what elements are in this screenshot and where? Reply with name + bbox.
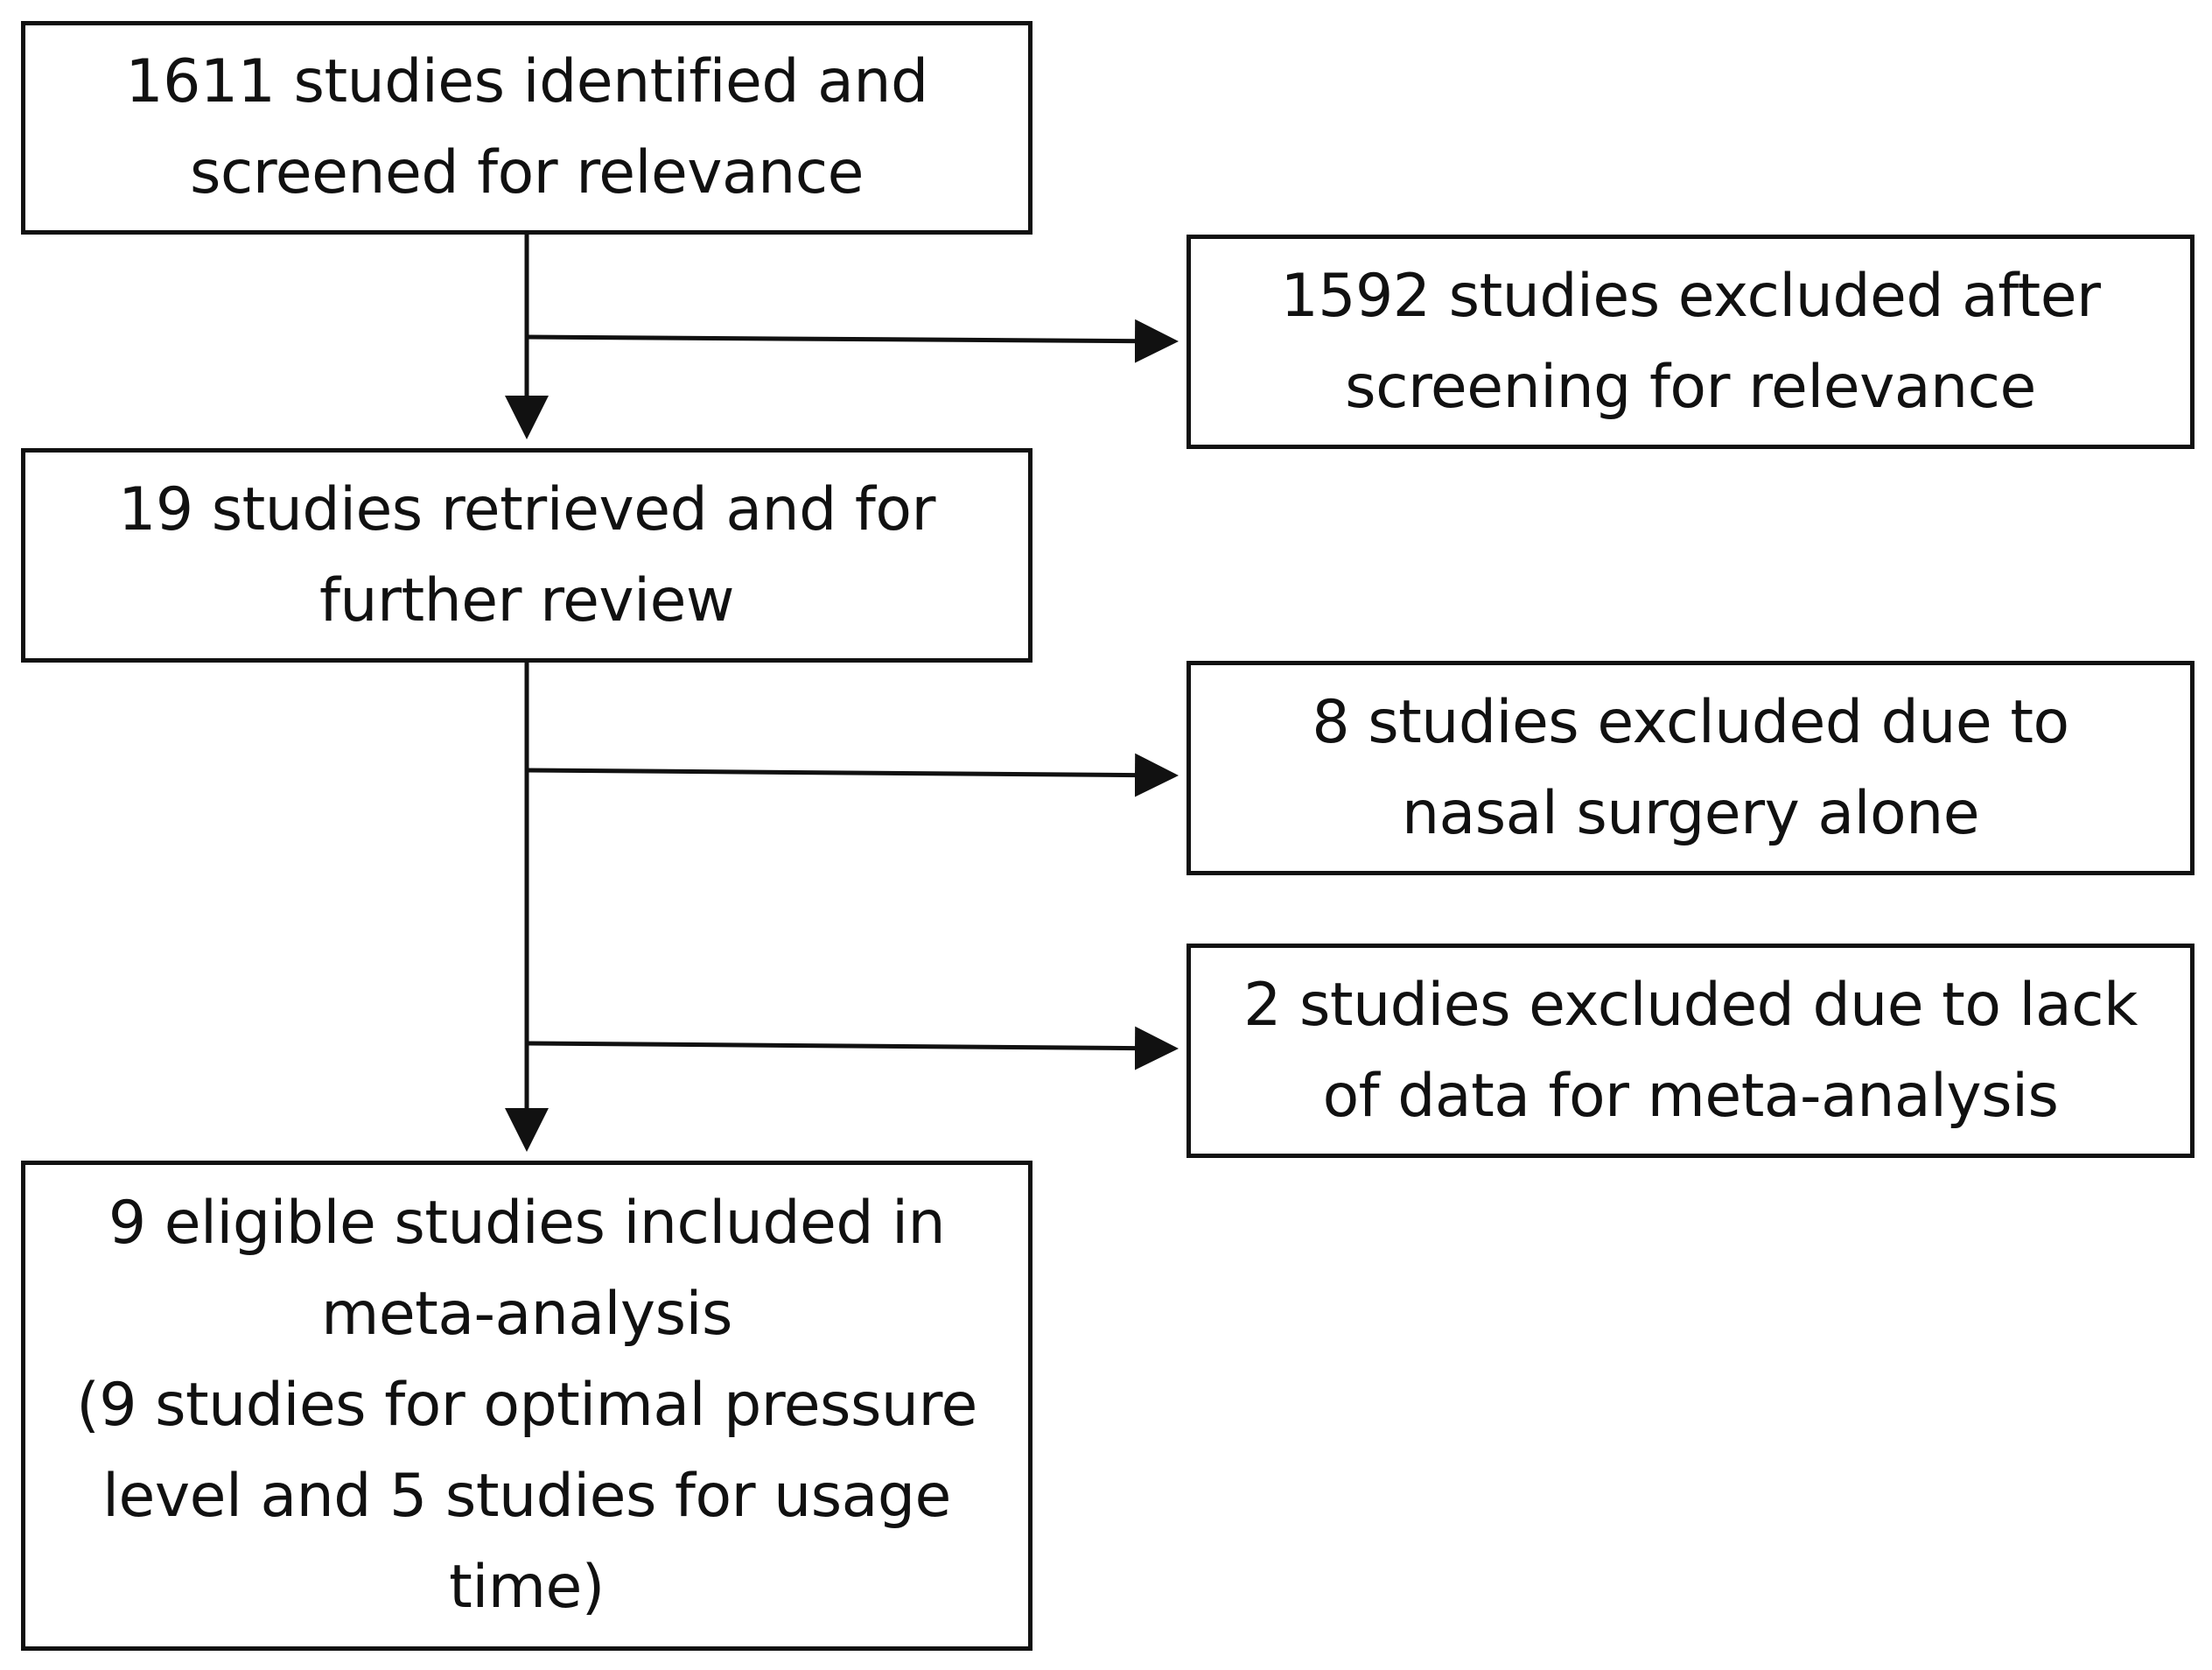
box-text-line: nasal surgery alone (1401, 778, 1980, 848)
box-text-line: further review (318, 565, 735, 635)
box-text-line: time) (449, 1553, 605, 1622)
box-text-line: of data for meta-analysis (1322, 1061, 2059, 1131)
box-text-line: 19 studies retrieved and for (118, 474, 935, 544)
box-text-line: 1611 studies identified and (125, 47, 928, 116)
box-excluded-nasal-surgery: 8 studies excluded due to nasal surgery … (1186, 661, 2194, 875)
box-text-line: 2 studies excluded due to lack (1243, 970, 2138, 1040)
box-text-line: screening for relevance (1345, 352, 2036, 422)
box-text-line: screened for relevance (189, 138, 864, 207)
box-text-line: 8 studies excluded due to (1312, 687, 2069, 757)
connector-to-excluded-relevance (526, 319, 1179, 363)
box-eligible-studies-included: 9 eligible studies included in meta-anal… (21, 1161, 1032, 1651)
box-studies-identified: 1611 studies identified and screened for… (21, 21, 1032, 235)
box-text-line: level and 5 studies for usage (102, 1462, 951, 1531)
box-studies-retrieved: 19 studies retrieved and for further rev… (21, 448, 1032, 663)
box-excluded-after-screening: 1592 studies excluded after screening fo… (1186, 235, 2194, 449)
connector-to-excluded-nasal (526, 753, 1179, 797)
box-text-line: (9 studies for optimal pressure (76, 1371, 977, 1440)
box-text-line: meta-analysis (321, 1280, 732, 1349)
connector-to-excluded-data (526, 1026, 1179, 1070)
box-text-line: 9 eligible studies included in (108, 1189, 946, 1258)
box-text-line: 1592 studies excluded after (1280, 261, 2101, 331)
box-excluded-lack-of-data: 2 studies excluded due to lack of data f… (1186, 944, 2194, 1158)
